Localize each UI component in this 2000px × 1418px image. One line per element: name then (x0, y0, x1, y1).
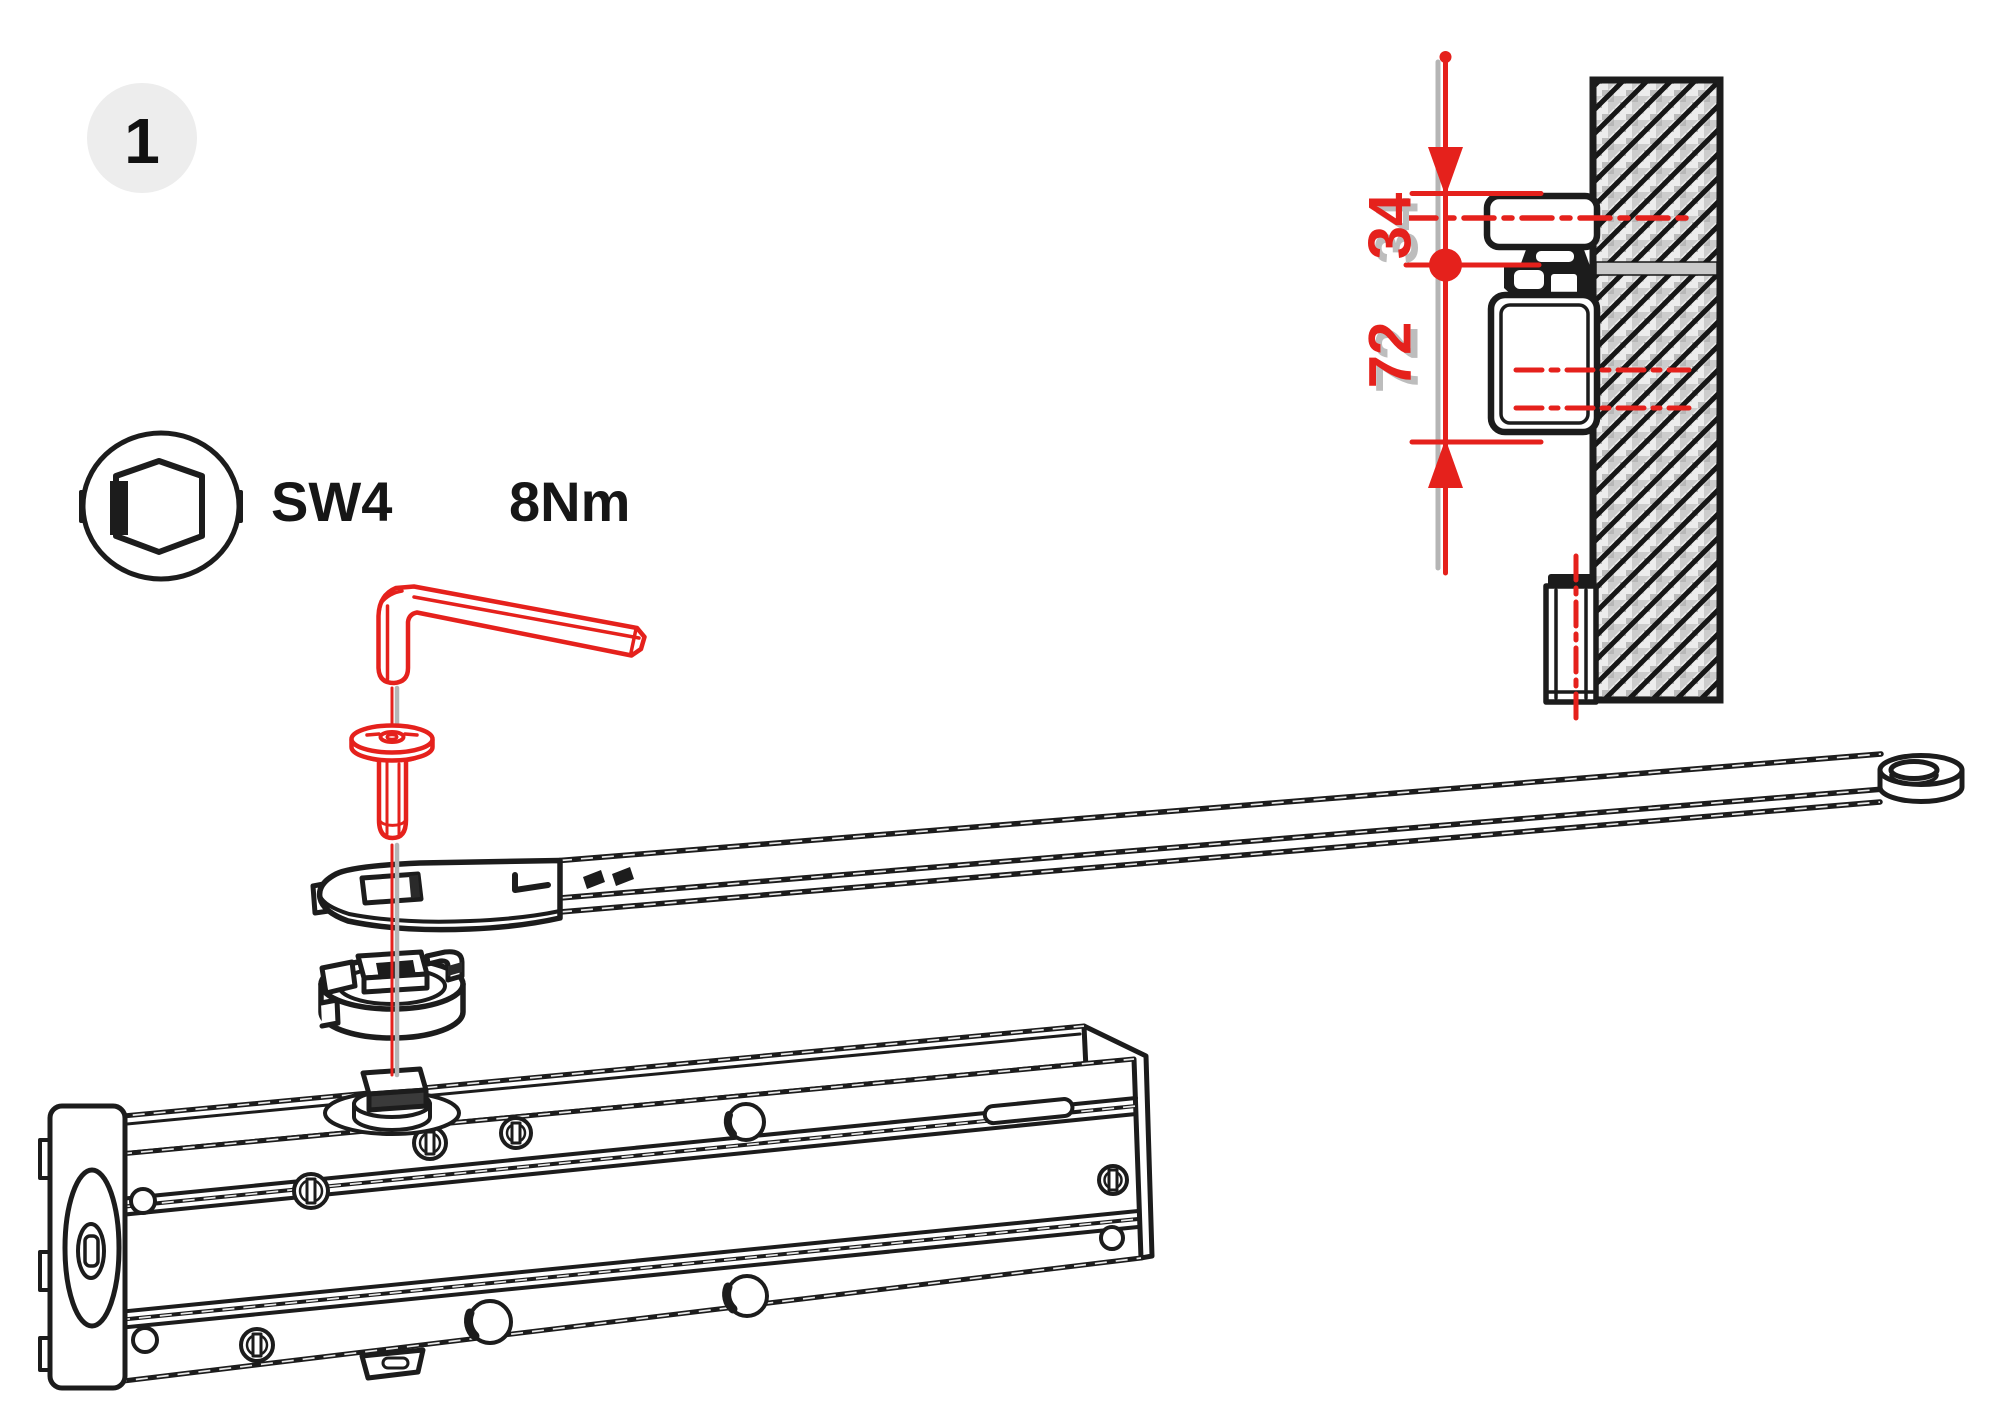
screw (1097, 1164, 1129, 1196)
arrow-up-icon (1428, 439, 1463, 488)
arm-pivot-plate (310, 857, 634, 933)
closer-arm (310, 751, 1965, 933)
body-end-cap (38, 1103, 128, 1391)
body-fasteners (129, 1097, 1129, 1381)
body-grooves (116, 1096, 1140, 1330)
screw (292, 1172, 330, 1210)
torque-label: 8Nm (509, 470, 630, 533)
hole (129, 1187, 157, 1215)
pinion-boss (323, 1066, 461, 1136)
mounting-tab (359, 1347, 426, 1381)
adjustment-slot (982, 1097, 1075, 1126)
dimension-lines: 34 34 72 72 (1357, 51, 1695, 725)
allen-key-icon (376, 584, 647, 686)
step-number: 1 (124, 105, 160, 177)
screw-washer-icon (349, 723, 435, 841)
assembly-axis-centerline (390, 685, 400, 1078)
countersunk-hole (723, 1102, 766, 1142)
step-number-badge: 1 (87, 83, 197, 193)
door-profile-section (1487, 291, 1601, 436)
badge-circle (87, 83, 197, 193)
hole (1099, 1225, 1125, 1251)
arm-ring-end (1877, 753, 1965, 804)
dim-lower-label: 72 (1357, 322, 1424, 389)
frame-hatch-block (1589, 76, 1724, 704)
door-closer-body (38, 1023, 1155, 1391)
lower-channel-section (1543, 574, 1599, 705)
screw (499, 1116, 533, 1150)
dim-upper-ghost: 34 (1364, 197, 1431, 264)
hex-socket-icon (79, 430, 243, 582)
hex-key-size-label: SW4 (271, 470, 392, 533)
dim-upper-label: 34 (1357, 192, 1424, 259)
dim-lower-ghost: 72 (1364, 327, 1431, 394)
countersunk-hole (464, 1299, 513, 1345)
slider-bracket-section (1504, 247, 1596, 299)
frame-section-detail: 34 34 72 72 (1357, 51, 1724, 725)
arrow-down-icon (1428, 147, 1463, 196)
hole (131, 1326, 159, 1354)
screw (412, 1125, 448, 1161)
slide-rail-section (1483, 192, 1601, 251)
screw (239, 1327, 275, 1363)
ring-notch (318, 997, 341, 1029)
countersunk-hole (722, 1274, 769, 1318)
